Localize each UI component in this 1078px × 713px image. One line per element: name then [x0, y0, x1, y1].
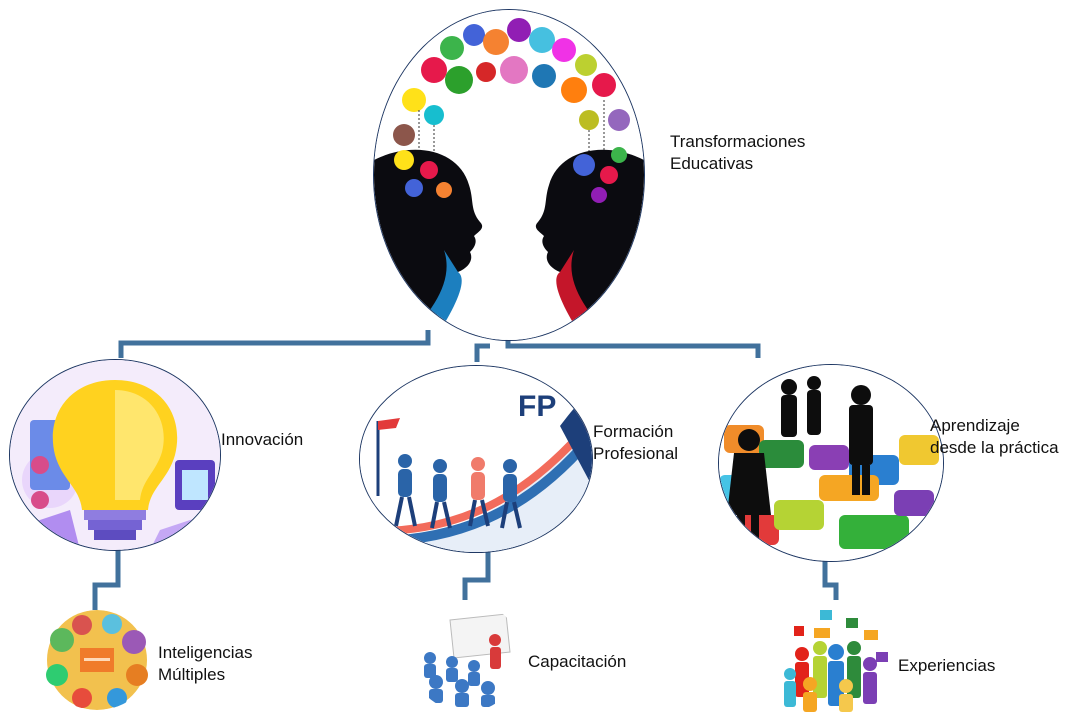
connector-aprendizaje-child	[822, 555, 839, 600]
connector-innovacion-child	[92, 540, 121, 610]
child-label-capacitacion: Capacitación	[528, 651, 626, 673]
branch-label-aprendizaje-line2: desde la práctica	[930, 438, 1059, 457]
child-image-experiencias	[780, 604, 892, 712]
branch-label-aprendizaje-line1: Aprendizaje	[930, 416, 1020, 435]
connector-fp-child	[462, 545, 491, 600]
branch-image-aprendizaje	[718, 364, 944, 562]
connector-root-mid	[474, 343, 490, 362]
child-image-capacitacion	[410, 600, 522, 712]
branch-label-formacion: Formación Profesional	[593, 421, 678, 465]
branch-label-formacion-line2: Profesional	[593, 444, 679, 463]
branch-label-formacion-line1: Formación	[593, 422, 674, 441]
root-label: Transformaciones Educativas	[670, 131, 805, 175]
connector-root-left	[118, 330, 431, 358]
branch-image-innovacion	[9, 359, 221, 551]
child-label-inteligencias-line2: Múltiples	[158, 665, 226, 684]
child-label-inteligencias: Inteligencias Múltiples	[158, 642, 253, 686]
child-label-experiencias-line1: Experiencias	[898, 656, 996, 675]
branch-label-aprendizaje: Aprendizaje desde la práctica	[930, 415, 1059, 459]
child-image-inteligencias	[42, 610, 152, 710]
root-label-line1: Transformaciones	[670, 132, 806, 151]
root-label-line2: Educativas	[670, 154, 754, 173]
child-label-inteligencias-line1: Inteligencias	[158, 643, 253, 662]
fp-badge: FP	[518, 390, 556, 423]
child-label-experiencias: Experiencias	[898, 655, 995, 677]
branch-image-formacion: FP	[359, 365, 593, 553]
connector-root-right	[505, 338, 761, 358]
branch-label-innovacion: Innovación	[221, 429, 303, 451]
root-image-transformaciones	[373, 9, 645, 341]
child-label-capacitacion-line1: Capacitación	[528, 652, 627, 671]
branch-label-innovacion-line1: Innovación	[221, 430, 304, 449]
